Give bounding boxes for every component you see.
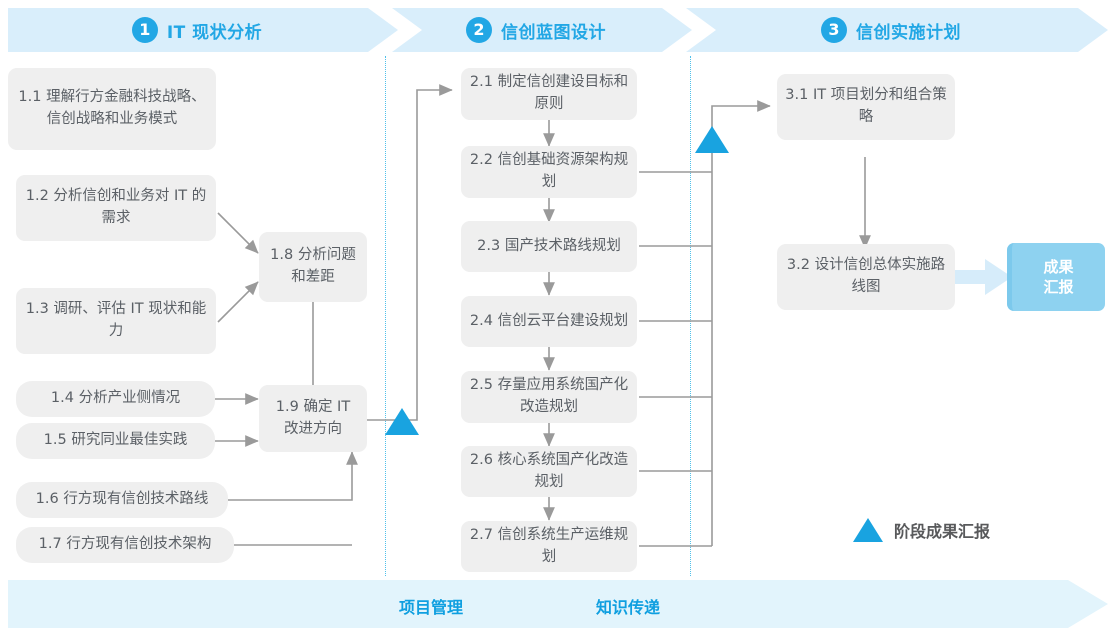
task-box-1-1[interactable]: 1.1 理解行方金融科技战略、信创战略和业务模式 [8, 68, 216, 150]
bottom-label-0: 项目管理 [399, 598, 464, 617]
legend-label: 阶段成果汇报 [894, 522, 991, 541]
phase-header-2: 2 信创蓝图设计 [392, 8, 692, 52]
task-box-1-2[interactable]: 1.2 分析信创和业务对 IT 的需求 [16, 175, 216, 241]
phase-number-3: 3 [821, 17, 847, 43]
task-box-1-3[interactable]: 1.3 调研、评估 IT 现状和能力 [16, 288, 216, 354]
phase-separator-2 [690, 56, 691, 576]
bottom-band-shape [8, 580, 1108, 628]
phase-header-1: 1 IT 现状分析 [8, 8, 398, 52]
bottom-label-1: 知识传递 [596, 598, 661, 617]
task-box-2-3[interactable]: 2.3 国产技术路线规划 [461, 221, 637, 272]
task-box-3-1[interactable]: 3.1 IT 项目划分和组合策略 [777, 74, 955, 140]
task-box-2-6[interactable]: 2.6 核心系统国产化改造规划 [461, 446, 637, 497]
phase-label-1: IT 现状分析 [166, 22, 263, 43]
task-box-1-6[interactable]: 1.6 行方现有信创技术路线 [16, 482, 228, 518]
legend: 阶段成果汇报 [853, 518, 990, 542]
task-box-1-8[interactable]: 1.8 分析问题和差距 [259, 232, 367, 302]
phase-label-3: 信创实施计划 [856, 22, 961, 43]
task-box-3-2[interactable]: 3.2 设计信创总体实施路线图 [777, 244, 955, 310]
milestone-triangle-phase2 [695, 126, 729, 153]
task-box-1-7[interactable]: 1.7 行方现有信创技术架构 [16, 527, 234, 563]
bottom-band: 项目管理 知识传递 [8, 580, 1108, 628]
task-box-1-9[interactable]: 1.9 确定 IT 改进方向 [259, 385, 367, 452]
result-report-badge[interactable]: 成果 汇报 [1007, 243, 1105, 311]
task-box-2-2[interactable]: 2.2 信创基础资源架构规划 [461, 146, 637, 198]
task-box-1-4[interactable]: 1.4 分析产业侧情况 [16, 381, 215, 417]
phase-separator-1 [385, 56, 386, 576]
task-box-2-5[interactable]: 2.5 存量应用系统国产化改造规划 [461, 371, 637, 423]
phase-header-3: 3 信创实施计划 [686, 8, 1108, 52]
result-line-1: 成果 [1043, 257, 1074, 276]
milestone-triangle-phase1 [385, 408, 419, 435]
task-box-1-5[interactable]: 1.5 研究同业最佳实践 [16, 423, 215, 459]
result-line-2: 汇报 [1043, 278, 1074, 296]
phase-label-2: 信创蓝图设计 [501, 22, 606, 43]
milestone-triangle-icon [853, 518, 883, 542]
task-box-2-7[interactable]: 2.7 信创系统生产运维规划 [461, 521, 637, 572]
result-arrow [955, 259, 1012, 295]
phase-number-1: 1 [131, 17, 158, 43]
task-box-2-4[interactable]: 2.4 信创云平台建设规划 [461, 296, 637, 347]
phase-number-2: 2 [466, 17, 492, 43]
task-box-2-1[interactable]: 2.1 制定信创建设目标和原则 [461, 68, 637, 120]
